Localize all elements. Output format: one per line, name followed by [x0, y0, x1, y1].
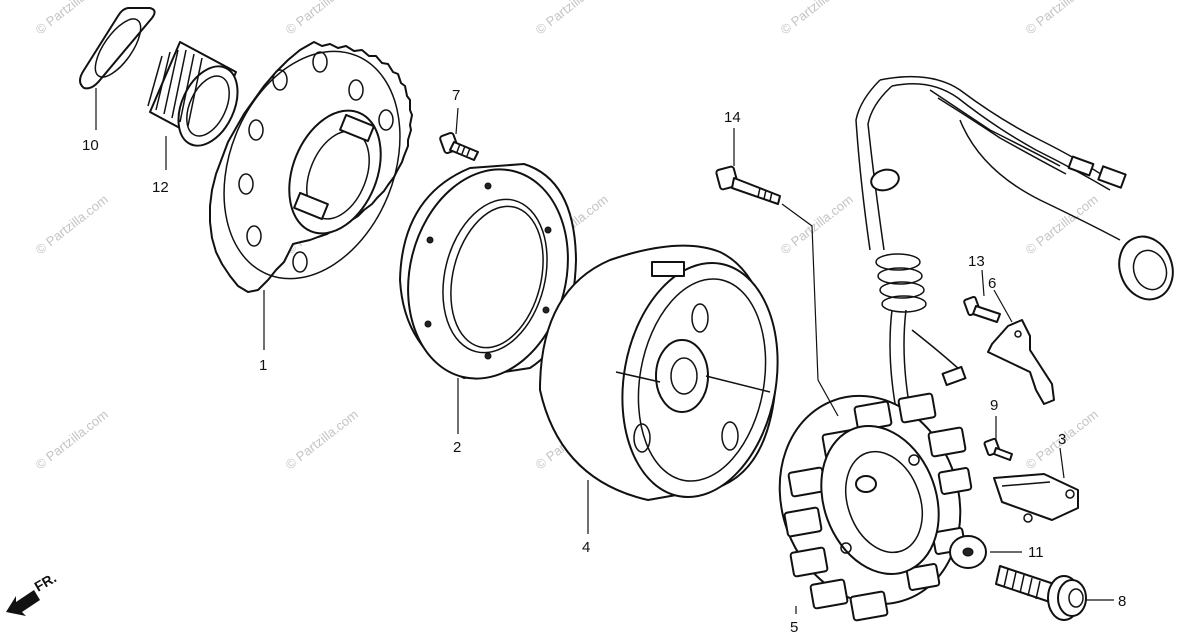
watermark: © Partzilla.com: [33, 192, 111, 258]
wiring-harness[interactable]: [855, 75, 1181, 421]
bracket-part-6[interactable]: [987, 319, 1055, 405]
stator-part-5[interactable]: [751, 370, 989, 629]
flywheel-part-4[interactable]: [539, 244, 795, 510]
watermark: © Partzilla.com: [1023, 0, 1101, 37]
bolt-part-13[interactable]: [963, 295, 1001, 323]
callout-3: 3: [1058, 431, 1066, 448]
callout-10: 10: [82, 137, 99, 154]
leader-lines: [95, 88, 1114, 614]
washer-part-10[interactable]: [79, 7, 156, 90]
callout-5: 5: [790, 619, 798, 636]
callout-9: 9: [990, 397, 998, 414]
watermark: © Partzilla.com: [778, 192, 856, 258]
callout-2: 2: [453, 439, 461, 456]
callout-1: 1: [259, 357, 267, 374]
callout-13: 13: [968, 253, 985, 270]
callout-4: 4: [582, 539, 590, 556]
callout-12: 12: [152, 179, 169, 196]
starter-clutch-part-2[interactable]: [387, 152, 590, 395]
needle-bearing-part-12[interactable]: [147, 41, 249, 155]
bolt-part-7[interactable]: [439, 131, 479, 161]
watermark: © Partzilla.com: [283, 0, 361, 37]
flange-bolt-part-8[interactable]: [995, 565, 1087, 621]
callout-8: 8: [1118, 593, 1126, 610]
callout-11: 11: [1028, 544, 1044, 561]
watermark: © Partzilla.com: [33, 0, 111, 37]
starter-gear-part-1[interactable]: [192, 25, 432, 305]
watermark: © Partzilla.com: [283, 407, 361, 473]
callout-7: 7: [452, 87, 460, 104]
front-label: FR.: [32, 569, 60, 594]
callout-labels: 10 12 1 7 2 4 14 5 13 6 9 3 11 8: [82, 87, 1126, 636]
watermark: © Partzilla.com: [33, 407, 111, 473]
callout-6: 6: [988, 275, 996, 292]
bolt-part-9[interactable]: [983, 437, 1013, 461]
front-direction-marker: FR.: [6, 569, 59, 616]
watermark: © Partzilla.com: [533, 0, 611, 37]
pulse-generator-part-3[interactable]: [993, 473, 1079, 523]
watermark: © Partzilla.com: [778, 0, 856, 37]
bolt-part-14[interactable]: [715, 165, 781, 205]
front-arrow-icon: [6, 590, 40, 616]
callout-14: 14: [724, 109, 741, 126]
washer-part-11[interactable]: [949, 535, 987, 569]
